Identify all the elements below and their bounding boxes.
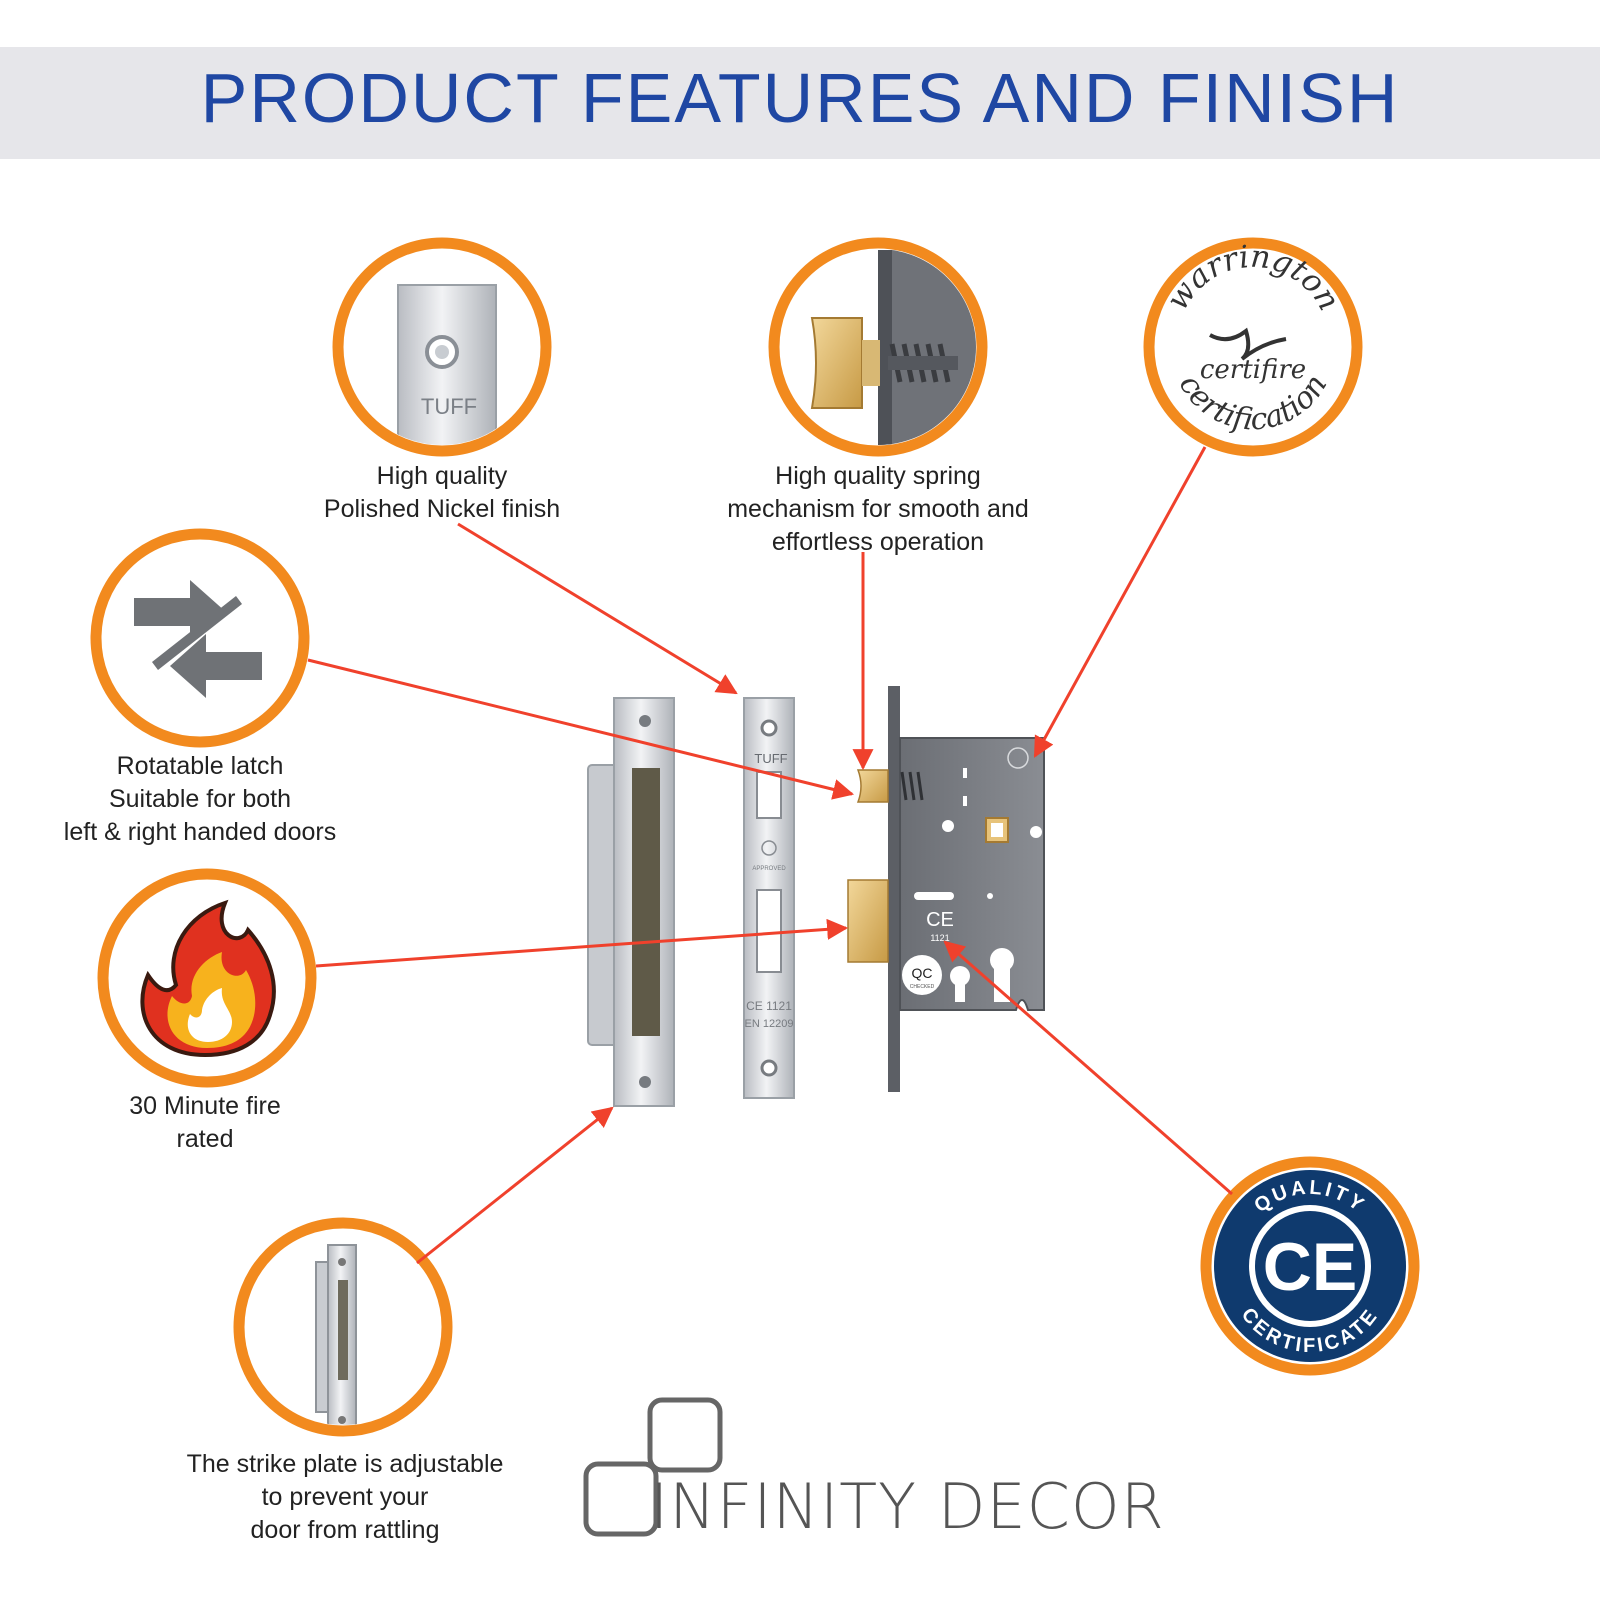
brand-name: INFINITY DECOR (650, 1470, 1165, 1543)
certifire-swoosh-icon (1209, 327, 1287, 361)
lock-ce-number: 1121 (930, 933, 949, 943)
caption-spring: High quality spring mechanism for smooth… (727, 462, 1029, 556)
feature-latch-icon (90, 528, 310, 748)
header-banner (0, 47, 1600, 159)
reverse-arrows-icon (134, 580, 262, 698)
qc-mark: QC (912, 965, 933, 981)
caption-latch: Rotatable latch Suitable for both left &… (63, 752, 337, 846)
arrow-fire (315, 918, 849, 968)
caption-finish: High quality Polished Nickel finish (323, 462, 561, 523)
box-keep-strike (587, 697, 675, 1107)
forend-plate: TUFF APPROVED CE 1121 EN 12209 (743, 697, 795, 1099)
arrow-latch (307, 658, 855, 800)
feature-strike-icon (233, 1217, 453, 1437)
forend-standard-text: EN 12209 (745, 1018, 794, 1030)
feature-finish-icon: TUFF (332, 237, 552, 457)
forend-ce-text: CE 1121 (746, 999, 792, 1013)
arrow-certifire (1033, 446, 1207, 758)
feature-ce-icon: QUALITY CE CERTIFICATE (1200, 1156, 1420, 1376)
forend-brand-text: TUFF (754, 751, 787, 766)
feature-certifire-icon: warrington certifire certification (1143, 237, 1363, 457)
plate-brand-mark: TUFF (421, 394, 477, 419)
caption-fire: 30 Minute fire rated (129, 1092, 281, 1153)
ce-mark: CE (1263, 1229, 1357, 1305)
page-title: PRODUCT FEATURES AND FINISH (200, 59, 1400, 137)
qc-sub-text: CHECKED (910, 984, 935, 990)
arrow-strike (416, 1106, 614, 1265)
pointer-arrows (307, 446, 1233, 1265)
feature-fire-icon (97, 868, 317, 1088)
forend-approved-text: APPROVED (752, 866, 786, 872)
certifire-middle-text: certifire (1200, 355, 1306, 385)
arrow-ce (943, 940, 1233, 1196)
feature-spring-icon (768, 237, 988, 457)
lock-ce-mark: CE (926, 909, 954, 931)
sashlock-body: CE 1121 QC CHECKED (847, 686, 1045, 1092)
caption-strike: The strike plate is adjustable to preven… (186, 1450, 504, 1544)
brand-logo-icon (583, 1397, 723, 1537)
arrow-finish (457, 522, 738, 695)
